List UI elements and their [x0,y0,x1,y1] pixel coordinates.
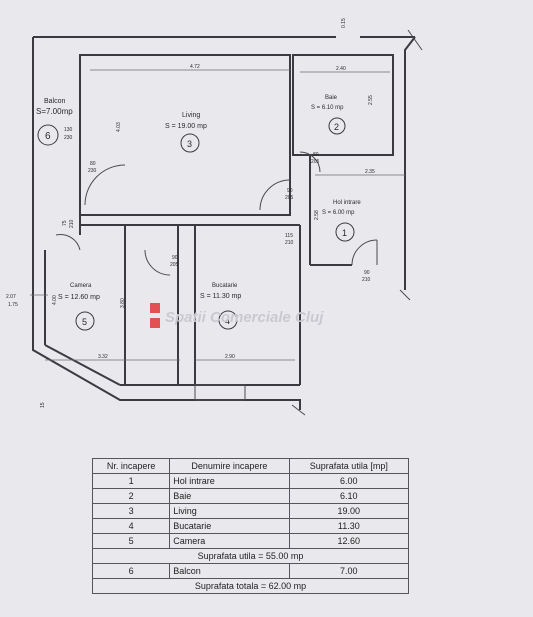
room-area: 12.60 [288,533,410,549]
baie-name: Baie [325,95,338,101]
dim-camera-height: 4.00 [52,295,58,305]
camera-area: S = 12.60 mp [58,294,100,301]
dim-camera-width: 3.32 [98,354,108,360]
room-number-circle [335,222,355,242]
balcon-dim-b: 230 [64,135,73,141]
room-number-circle [218,310,238,330]
room-number: 1 [91,473,171,489]
dim-bucatarie-width: 2.90 [225,354,235,360]
header-room-area: Suprafata utila [mp] [288,458,410,474]
table-row: 4 Bucatarie 11.30 [91,518,410,534]
inner-walls [44,54,394,401]
room-area: 19.00 [288,503,410,519]
door-dim-cam-bot: 205 [170,262,179,268]
door-dim-living-bot: 230 [88,168,97,174]
bucatarie-number: 4 [225,316,230,326]
dim-top-small: 0.15 [341,18,347,28]
balcon-area: S=7.00mp [36,107,73,116]
living-area: S = 19.00 mp [165,123,207,130]
dim-hol-width: 2.35 [365,169,375,175]
dim-living-height: 4.03 [116,122,122,132]
door-dim-hol-bot: 205 [285,195,294,201]
table-row: 6 Balcon 7.00 [91,563,410,579]
baie-area: S = 6.10 mp [311,105,344,111]
room-name: Balcon [169,563,290,579]
dim-bottom: 15 [40,402,46,408]
door-dim-balcon-b: 210 [69,219,75,228]
outer-walls [32,29,423,416]
bucatarie-name: Bucatarie [212,283,238,289]
door-dim-buc-top: 115 [285,233,293,239]
watermark-logo [150,303,160,313]
room-name: Hol intrare [169,473,290,489]
door-dim-balcon-a: 75 [62,220,68,226]
door-dim-hol-top: 90 [287,188,293,194]
room-name: Living [169,503,290,519]
table-row: 1 Hol intrare 6.00 [91,473,410,489]
table-row: 5 Camera 12.60 [91,533,410,549]
room-legend-table: Nr. incapere Denumire incapere Suprafata… [91,458,410,594]
room-area: 7.00 [288,563,410,579]
door-dim-cam-top: 90 [172,255,178,261]
bucatarie-area: S = 11.30 mp [200,293,241,300]
door-dim-entry-top: 90 [364,270,370,276]
room-area: 11.30 [288,518,410,534]
room-number: 5 [91,533,171,549]
camera-name: Camera [70,283,92,289]
room-name: Baie [169,488,290,504]
door-dim-baie-top: 80 [313,152,319,158]
baie-number: 2 [334,122,339,132]
subtotal: Suprafata utila = 55.00 mp [92,548,409,564]
table-row: 2 Baie 6.10 [91,488,410,504]
room-area: 6.10 [288,488,410,504]
door-dim-living-top: 80 [90,161,96,167]
legend-header-row: Nr. incapere Denumire incapere Suprafata… [91,458,410,474]
room-number-circle [328,117,346,135]
dim-baie-height: 2.55 [368,95,374,105]
balcon-name: Balcon [44,98,66,105]
room-name: Camera [169,533,290,549]
hol-number: 1 [342,228,347,238]
balcon-number: 6 [45,131,51,142]
watermark: Spatii Comerciale Cluj [165,309,324,326]
dim-baie-width: 2.40 [336,66,346,72]
room-number-circle [180,133,200,153]
dim-hol-height: 2.58 [314,210,320,220]
door-dim-baie-bot: 205 [311,159,320,165]
floor-plan: Balcon S=7.00mp 6 130 230 Living S = 19.… [6,18,423,416]
room-number: 3 [91,503,171,519]
dim-left-h2: 1.75 [8,302,18,308]
room-number-circle [75,311,95,331]
room-name: Bucatarie [169,518,290,534]
room-area: 6.00 [288,473,410,489]
dim-living-width: 4.72 [190,64,200,70]
dimension-lines [30,69,405,361]
living-number: 3 [187,139,192,149]
header-room-number: Nr. incapere [91,458,171,474]
dim-left-h: 2.07 [6,294,16,300]
door-dim-buc-bot: 210 [285,240,294,246]
balcon-dim-a: 130 [64,127,73,133]
dim-camera-height-2: 3.80 [120,298,126,308]
living-name: Living [182,112,200,119]
room-number: 4 [91,518,171,534]
subtotal-row: Suprafata utila = 55.00 mp [92,548,409,564]
room-number: 2 [91,488,171,504]
camera-number: 5 [82,317,87,327]
hol-area: S = 6.00 mp [322,210,355,216]
table-row: 3 Living 19.00 [91,503,410,519]
door-arcs [55,151,378,276]
door-dim-entry-bot: 210 [362,277,371,283]
total: Suprafata totala = 62.00 mp [92,578,409,594]
hol-name: Hol intrare [333,200,361,206]
watermark-logo [150,318,160,328]
header-room-name: Denumire incapere [169,458,290,474]
room-number-circle [37,124,59,146]
total-row: Suprafata totala = 62.00 mp [92,578,409,594]
room-number: 6 [91,563,171,579]
